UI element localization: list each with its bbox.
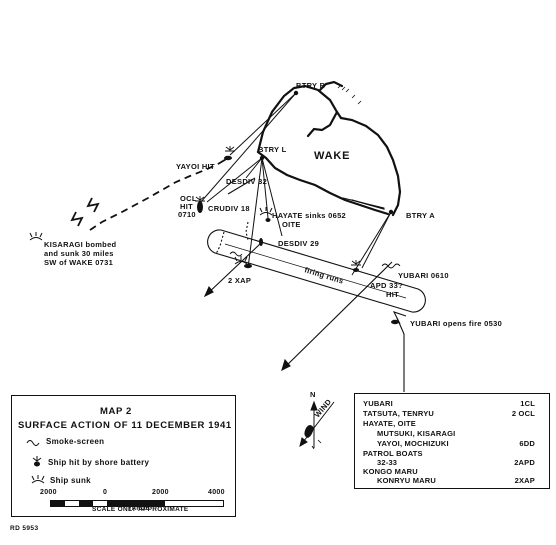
battery-a-label: BTRY A <box>406 211 435 220</box>
scale-tick-1: 2000 <box>40 489 57 496</box>
wake-atoll <box>256 80 402 217</box>
apd-ship <box>353 268 359 272</box>
fire-lines <box>199 92 392 276</box>
scale-tick-3: 2000 <box>152 489 169 496</box>
force-row: PATROL BOATS <box>363 449 541 459</box>
force-type: 2 OCL <box>511 409 535 418</box>
oite-label: OITE <box>282 220 301 229</box>
ocl-time-label: 0710 <box>178 210 196 219</box>
scale-segment-1 <box>51 501 65 506</box>
kisaragi-label-1: KISARAGI bombed <box>44 240 117 249</box>
force-row: MUTSUKI, KISARAGI <box>363 429 541 439</box>
smoke-screens <box>229 251 401 269</box>
yubari-ship <box>391 319 399 325</box>
map-number: MAP 2 <box>100 406 132 417</box>
map-legend: MAP 2 SURFACE ACTION OF 11 DECEMBER 1941… <box>11 395 236 517</box>
compass-north-label: N <box>310 390 316 399</box>
approach-path <box>392 311 407 392</box>
force-row: KONGO MARU <box>363 467 541 477</box>
reef-hatch <box>337 84 362 105</box>
firing-runs-label: firing runs <box>303 265 344 285</box>
yayoi-hit-label: YAYOI HIT <box>176 162 215 171</box>
scale-unit: YARDS <box>128 506 150 512</box>
force-name: MUTSUKI, KISARAGI <box>377 429 456 438</box>
force-name: KONGO MARU <box>363 467 418 476</box>
hit-bursts <box>195 146 361 266</box>
yubari-opens-label: YUBARI opens fire 0530 <box>410 319 502 328</box>
scale-note-outside: SCALE ONLY APPROXIMATE <box>92 506 189 513</box>
scale-segment-3 <box>107 501 165 506</box>
apd-label: APD 33? <box>370 281 403 290</box>
force-type: 2APD <box>514 458 535 467</box>
ship-markers <box>197 155 399 325</box>
sunk-symbols <box>29 207 273 265</box>
firing-run-track <box>207 229 426 313</box>
desdiv29-ship <box>259 238 263 246</box>
force-name: 32-33 <box>377 458 398 467</box>
scale-segment-2 <box>79 501 93 506</box>
force-row: 32-33 2APD <box>363 458 541 468</box>
force-row: YUBARI 1CL <box>363 399 541 409</box>
scale-tick-2: 0 <box>103 489 108 496</box>
ship-sunk-icon <box>31 475 45 484</box>
legend-sunk-label: Ship sunk <box>50 476 91 485</box>
force-row: TATSUTA, TENRYU 2 OCL <box>363 409 541 419</box>
withdrawal-arrows <box>203 177 393 372</box>
compass-rose <box>299 400 335 450</box>
force-row: YAYOI, MOCHIZUKI 6DD <box>363 439 541 449</box>
hayate-ship <box>265 218 271 222</box>
ship-hit-icon <box>32 456 42 467</box>
xap-label: 2 XAP <box>228 276 251 285</box>
island-name: WAKE <box>314 150 350 162</box>
crudiv-ship <box>197 201 203 213</box>
force-name: HAYATE, OITE <box>363 419 416 428</box>
yubari-0610-label: YUBARI 0610 <box>398 271 449 280</box>
kisaragi-label-2: and sunk 30 miles <box>44 249 114 258</box>
crudiv18-label: CRUDIV 18 <box>208 204 250 213</box>
force-name: KONRYU MARU <box>377 476 437 485</box>
scale-bar <box>50 500 224 507</box>
force-type: 1CL <box>520 399 535 408</box>
ocl-label: OCL <box>180 194 197 203</box>
force-row: KONRYU MARU 2XAP <box>363 476 541 486</box>
desdiv32-label: DESDIV 32 <box>226 177 267 186</box>
force-row: HAYATE, OITE <box>363 419 541 429</box>
yayoi-ship <box>224 155 232 161</box>
reference-number: RD 5953 <box>10 525 39 532</box>
force-name: YUBARI <box>363 399 393 408</box>
hayate-sinks-label: HAYATE sinks 0652 <box>272 211 346 220</box>
map-title: SURFACE ACTION OF 11 DECEMBER 1941 <box>18 420 232 431</box>
force-name: YAYOI, MOCHIZUKI <box>377 439 449 448</box>
force-name: PATROL BOATS <box>363 449 423 458</box>
kisaragi-label-3: SW of WAKE 0731 <box>44 258 113 267</box>
xap-ship <box>244 263 252 269</box>
japanese-force-list: YUBARI 1CL TATSUTA, TENRYU 2 OCL HAYATE, O… <box>354 393 550 489</box>
scale-tick-4: 4000 <box>208 489 225 496</box>
desdiv29-label: DESDIV 29 <box>278 239 319 248</box>
force-type: 6DD <box>519 439 535 448</box>
smoke-screen-icon <box>26 440 40 446</box>
force-name: TATSUTA, TENRYU <box>363 409 435 418</box>
ocl-hit-label: HIT <box>180 202 193 211</box>
battery-b-label: BTRY B <box>296 81 326 90</box>
battery-l-label: BTRY L <box>258 145 287 154</box>
legend-smoke-label: Smoke-screen <box>46 437 105 446</box>
apd-hit-label: HIT <box>386 290 399 299</box>
legend-hit-label: Ship hit by shore battery <box>48 458 150 467</box>
force-type: 2XAP <box>514 476 535 485</box>
